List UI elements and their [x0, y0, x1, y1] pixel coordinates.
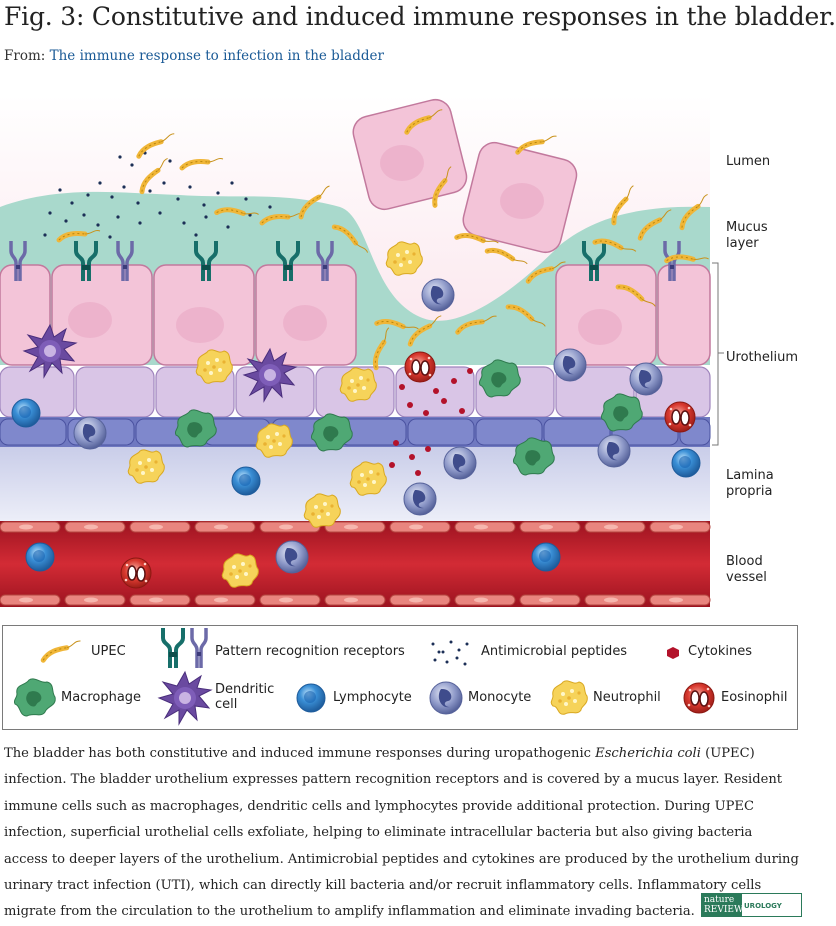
legend-neutrophil: Neutrophil [593, 690, 661, 705]
umbrella-cells [0, 264, 711, 366]
blood-vessel [0, 521, 711, 607]
legend-upec: UPEC [91, 644, 126, 659]
blood-line-2: vessel [726, 570, 767, 585]
eosinophil-icon [683, 682, 715, 714]
legend-macrophage: Macrophage [61, 690, 142, 705]
mucus-line-1: Mucus [726, 220, 768, 235]
caption-part-2: (UPEC) infection. The bladder urothelium… [4, 746, 799, 920]
cytokine-icon [667, 647, 679, 659]
logo-reviews: REVIEWS [704, 905, 750, 915]
lamina-line-2: propria [726, 484, 772, 499]
caption-species: Escherichia coli [595, 746, 701, 761]
dendritic-cell-icon [158, 671, 212, 725]
label-lumen: Lumen [726, 154, 770, 169]
blood-line-1: Blood [726, 554, 763, 569]
amp-icon [431, 640, 469, 666]
figure-caption: The bladder has both constitutive and in… [4, 741, 799, 926]
lymphocyte-icon [296, 683, 326, 713]
prr-purple-icon [190, 626, 208, 670]
exfoliated-cells [352, 98, 578, 254]
source-article-link[interactable]: The immune response to infection in the … [49, 48, 384, 64]
lamina-line-1: Lamina [726, 468, 774, 483]
legend-monocyte: Monocyte [468, 690, 532, 705]
urothelium-bracket [712, 262, 724, 446]
legend-icons [13, 626, 715, 725]
logo-wordmark: nature REVIEWS [702, 894, 750, 916]
upec-icon [41, 641, 83, 661]
logo-nature: nature [704, 895, 735, 905]
figure-title: Fig. 3: Constitutive and induced immune … [4, 2, 836, 31]
legend-eosinophil: Eosinophil [721, 690, 788, 705]
legend-amp: Antimicrobial peptides [481, 644, 628, 659]
antimicrobial-peptide-dots [43, 151, 272, 239]
caption-part-1: The bladder has both constitutive and in… [4, 746, 596, 761]
legend: UPEC Pattern recognition receptors Antim… [2, 625, 798, 730]
logo-urology: UROLOGY [744, 902, 782, 910]
macrophage-icon [13, 678, 56, 717]
basal-cells [0, 417, 711, 447]
prr-teal-icon [161, 626, 185, 670]
legend-prr: Pattern recognition receptors [215, 644, 405, 659]
legend-lymphocyte: Lymphocyte [333, 690, 412, 705]
from-label: From: [4, 48, 46, 64]
label-urothelium: Urothelium [726, 350, 798, 365]
mucus-line-2: layer [726, 236, 759, 251]
nature-reviews-urology-logo: nature REVIEWS UROLOGY [701, 893, 802, 917]
neutrophil-icon [550, 680, 588, 715]
monocyte-icon [429, 681, 463, 715]
legend-cytokines: Cytokines [688, 644, 752, 659]
source-line: From: The immune response to infection i… [4, 48, 384, 64]
